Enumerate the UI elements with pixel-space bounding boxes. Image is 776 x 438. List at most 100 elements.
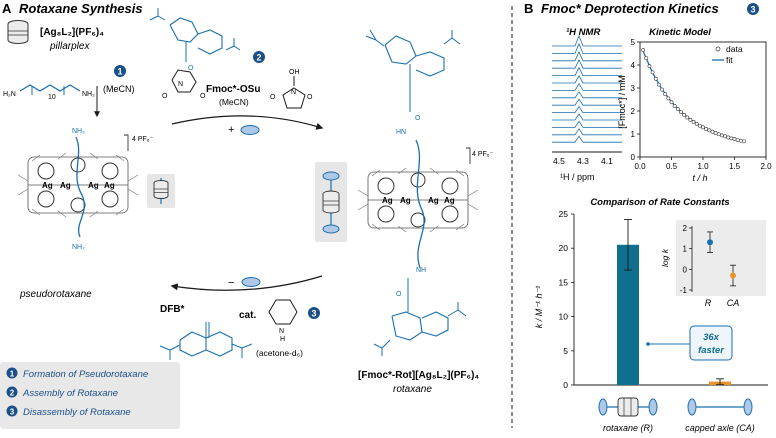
svg-text:N: N <box>178 81 183 88</box>
svg-text:2: 2 <box>10 389 15 398</box>
solvent-1: (MeCN) <box>103 84 135 94</box>
svg-text:O: O <box>415 115 421 122</box>
nmr-tick-1: 4.5 <box>553 156 565 166</box>
svg-text:3: 3 <box>750 5 755 15</box>
svg-text:Disassembly of Rotaxane: Disassembly of Rotaxane <box>23 407 131 418</box>
nmr-trace <box>552 91 622 99</box>
pillarplex-formula: [Ag₈L₂](PF₆)₄ <box>40 27 104 38</box>
rate-ytick-label: 20 <box>559 243 569 253</box>
nmr-trace <box>552 74 622 84</box>
logk-cat-r: R <box>705 298 712 308</box>
kinetic-data-point <box>732 137 737 141</box>
stopper-icon-add <box>240 125 260 135</box>
nmr-trace <box>552 128 622 136</box>
rate-annotation-line-2: faster <box>698 345 725 356</box>
kinetic-ytick-label: 5 <box>631 38 636 47</box>
steps-legend-box <box>0 362 180 429</box>
kinetic-data-point <box>679 110 683 115</box>
logk-ytick-label: 0 <box>683 265 688 274</box>
nmr-trace <box>552 66 622 76</box>
rotaxane-schematic <box>315 162 347 242</box>
kinetic-legend-fit: fit <box>726 55 733 65</box>
rotaxane-formula: [Fmoc*-Rot][Ag₈L₂](PF₆)₄ <box>358 370 479 381</box>
nmr-trace <box>552 98 622 106</box>
kinetic-data-point <box>663 92 668 97</box>
rotaxane-axle-icon <box>598 397 658 417</box>
solvent-2: (MeCN) <box>219 97 249 107</box>
panel-a-title: A Rotaxane Synthesis <box>2 1 143 16</box>
svg-text:Ag: Ag <box>60 181 71 190</box>
kinetic-data-point <box>735 138 740 142</box>
svg-text:Ag: Ag <box>104 181 115 190</box>
nmr-tick-3: 4.1 <box>601 156 613 166</box>
kinetic-data-point <box>726 135 731 140</box>
nmr-tick-2: 4.3 <box>577 156 589 166</box>
kinetic-data-point <box>697 123 702 128</box>
pillarplex-icon <box>7 20 29 44</box>
solvent-3: (acetone-d₆) <box>256 348 303 358</box>
svg-text:N: N <box>279 328 284 335</box>
svg-text:H₂N: H₂N <box>3 91 16 98</box>
diamine-molecule: H₂N NH₂ 10 <box>3 84 95 101</box>
dfb-molecule <box>159 322 253 360</box>
kinetic-data-point <box>713 131 718 135</box>
svg-text:Ag: Ag <box>400 196 411 205</box>
svg-text:HN: HN <box>396 129 406 136</box>
kinetic-data-point <box>644 56 649 61</box>
rotaxane-label: rotaxane <box>393 384 432 395</box>
logk-inset-bg <box>676 220 766 296</box>
rate-annotation-box <box>689 325 733 361</box>
svg-text:3: 3 <box>311 309 316 319</box>
rate-ytick-label: 25 <box>559 209 569 219</box>
nmr-trace <box>552 34 622 47</box>
kinetic-data-point <box>641 48 646 52</box>
svg-text:OH: OH <box>289 69 300 76</box>
piperidine-molecule: N H <box>268 299 298 343</box>
kinetic-xtick-label: 2.0 <box>760 162 772 171</box>
kinetic-data-point <box>675 107 680 112</box>
kinetic-data-point <box>716 132 721 137</box>
nmr-trace <box>552 83 622 91</box>
svg-text:NH₂: NH₂ <box>82 91 95 98</box>
kinetic-ytick-label: 0 <box>631 153 636 162</box>
logk-ytick-label: -1 <box>680 286 688 295</box>
rate-bar-rotaxane <box>617 244 639 385</box>
fmoc-osu-molecule: O O O N <box>149 8 241 100</box>
kinetic-data-point <box>707 128 712 133</box>
svg-text:1: 1 <box>117 67 122 77</box>
kinetic-data-point <box>694 121 699 126</box>
svg-text:1: 1 <box>10 370 15 379</box>
logk-ytick-label: 2 <box>683 224 688 233</box>
arrow-step-3 <box>170 275 323 291</box>
dfb-label: DFB* <box>160 304 185 315</box>
kinetic-ytick-label: 2 <box>631 107 636 116</box>
kinetic-ytick-label: 4 <box>631 61 636 70</box>
svg-text:O: O <box>396 291 402 298</box>
rate-ytick-label: 0 <box>563 380 568 390</box>
pseudorotaxane-label: pseudorotaxane <box>19 289 92 300</box>
kinetic-data-point <box>704 127 709 131</box>
rate-ytick-label: 5 <box>563 346 568 356</box>
kinetic-data-point <box>666 96 671 101</box>
kinetic-xlabel: t / h <box>692 173 707 183</box>
logk-point <box>707 239 713 246</box>
logk-ylabel: log k <box>660 248 670 267</box>
logk-cat-ca: CA <box>727 298 740 308</box>
kinetic-xtick-label: 1.5 <box>729 162 741 171</box>
logk-point <box>730 272 736 279</box>
panel-b-title: B Fmoc* Deprotection Kinetics <box>524 1 719 16</box>
svg-text:Ag: Ag <box>88 181 99 190</box>
minus-sign: − <box>228 277 234 289</box>
kinetic-xtick-label: 1.0 <box>697 162 709 171</box>
kinetic-data-point <box>660 87 664 92</box>
nmr-trace <box>552 50 622 62</box>
svg-text:NH₂: NH₂ <box>72 128 85 135</box>
kinetic-data-point <box>701 125 705 130</box>
nmr-trace <box>552 105 622 113</box>
nmr-xlabel: ¹H / ppm <box>560 172 595 182</box>
legend-item-2: 2 Assembly of Rotaxane <box>6 386 118 399</box>
kinetic-data-point <box>688 117 693 122</box>
svg-text:O: O <box>162 93 168 100</box>
